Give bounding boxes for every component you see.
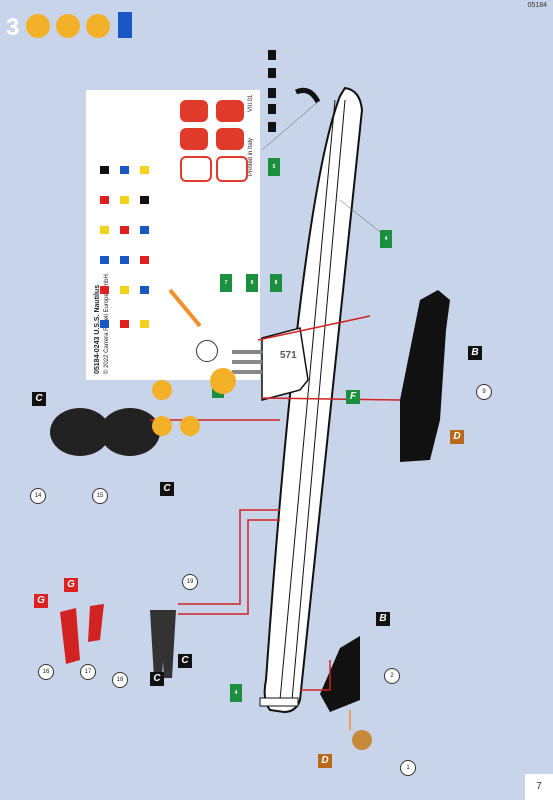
part-number-15: 15	[92, 488, 108, 504]
part-number-17: 17	[80, 664, 96, 680]
part-number-16: 16	[38, 664, 54, 680]
glue-tool-icon	[180, 416, 200, 436]
conning-tower	[261, 327, 309, 401]
decal-tag-8: 8	[270, 274, 282, 292]
emblem-decal	[180, 100, 208, 122]
display-stand	[400, 290, 450, 462]
submarine-hull	[263, 86, 364, 714]
hull-number: 571	[280, 350, 297, 361]
part-16-rudder	[60, 608, 80, 664]
rotate-icon	[152, 416, 172, 436]
marker-C-15: C	[160, 482, 174, 496]
decal-tag-7: 7	[220, 274, 232, 292]
emblem-decal	[216, 100, 244, 122]
emblem-decal	[180, 128, 208, 150]
part-number-19: 19	[182, 574, 198, 590]
paint-bottle-icon	[118, 12, 132, 38]
marker-D-prop: D	[318, 754, 332, 768]
marker-G-16: G	[34, 594, 48, 608]
decal-tag-5: 5	[268, 158, 280, 176]
step-number: 3	[6, 14, 20, 41]
attention-arrow	[168, 288, 202, 328]
part-number-14: 14	[30, 488, 46, 504]
decal-tool-icon	[86, 14, 110, 38]
decal-sheet: 05184-0243 U.S.S. Nautilus © 2022 Carrer…	[86, 90, 260, 380]
marker-F: F	[346, 390, 360, 404]
knife-tool-icon	[26, 14, 50, 38]
emblem-decal	[216, 156, 248, 182]
marker-D-stand: D	[450, 430, 464, 444]
marker-C-19: C	[178, 654, 192, 668]
emblem-decal	[216, 128, 244, 150]
part-17-rudder	[88, 604, 104, 642]
part-19-plane	[160, 610, 176, 678]
decal-tag-4: 4	[380, 230, 392, 248]
marker-B-stand: B	[468, 346, 482, 360]
glue-tool-icon	[56, 14, 80, 38]
part-15-hull-half	[100, 408, 160, 456]
part-number-18: 18	[112, 672, 128, 688]
marker-C-18: C	[150, 672, 164, 686]
part-number-2: 2	[384, 668, 400, 684]
emblem-decal	[180, 156, 212, 182]
part-2-propeller-shaft	[320, 636, 360, 712]
page-number: 7	[525, 774, 553, 800]
marker-C-14: C	[32, 392, 46, 406]
product-code: 05184	[527, 2, 547, 9]
magnify-detail-icon	[196, 340, 218, 362]
part-14-hull-half	[50, 408, 110, 456]
marker-B-shaft: B	[376, 612, 390, 626]
question-icon	[210, 368, 236, 394]
part-number-1: 1	[400, 760, 416, 776]
decal-tag-9: 9	[246, 274, 258, 292]
marker-G-17: G	[64, 578, 78, 592]
part-number-9: 9	[476, 384, 492, 400]
rotate-icon	[152, 380, 172, 400]
decal-tag-4b: 4	[230, 684, 242, 702]
part-1-propeller	[352, 730, 372, 750]
